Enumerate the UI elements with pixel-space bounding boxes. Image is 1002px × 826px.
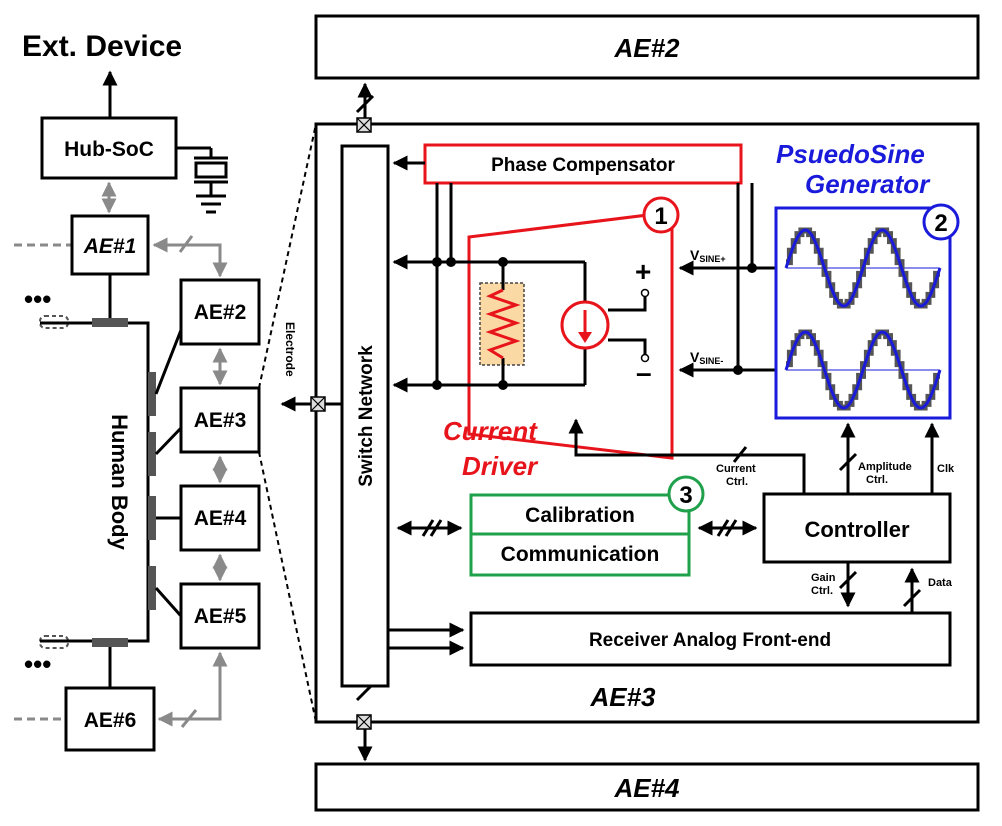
ae1-label: AE#1 <box>83 235 137 258</box>
bus-slash <box>838 452 858 472</box>
resistor-icon <box>485 288 521 360</box>
ae2-body-wire <box>154 329 183 395</box>
ae3-block <box>179 386 261 454</box>
receiver-afe-block <box>469 611 952 667</box>
bottom-neighbor-ae4 <box>314 762 980 812</box>
minus-sign: – <box>636 357 652 388</box>
pseudosine-label-1: PsuedoSine <box>776 139 925 169</box>
current-ctrl-label-2: Ctrl. <box>726 476 748 488</box>
current-ctrl-label-1: Current <box>716 463 756 475</box>
ae2-label: AE#2 <box>194 301 247 324</box>
ground-icon <box>196 194 226 214</box>
zoom-line-bottom <box>258 451 317 723</box>
minus-input-wire <box>608 338 647 354</box>
calibration-label: Calibration <box>525 504 635 527</box>
bottom-neighbor-label: AE#4 <box>613 773 680 803</box>
clk-label: Clk <box>937 463 955 475</box>
vsine-plus-label: VSINE+ <box>690 247 726 264</box>
ae2-block <box>179 278 261 346</box>
ae6-block <box>64 686 156 752</box>
bus-slash <box>421 519 435 537</box>
amplitude-ctrl-label-2: Ctrl. <box>866 474 888 486</box>
body-electrode <box>92 318 128 327</box>
svg-text:2: 2 <box>934 210 947 237</box>
plus-input-wire <box>608 297 647 312</box>
marker-2 <box>922 203 960 241</box>
gain-ctrl-label-1: Gain <box>811 572 836 584</box>
ae5-label: AE#5 <box>194 605 247 628</box>
receiver-afe-label: Receiver Analog Front-end <box>589 630 831 651</box>
pseudosine-generator-block <box>774 206 952 420</box>
svg-text:3: 3 <box>679 482 692 509</box>
data-label: Data <box>928 577 953 589</box>
ae3-detail-label: AE#3 <box>589 682 656 712</box>
ae6-label: AE#6 <box>84 709 137 732</box>
current-driver-label-2: Driver <box>462 451 539 481</box>
human-body-label: Human Body <box>107 414 132 550</box>
controller-label: Controller <box>804 517 910 542</box>
communication-label: Communication <box>501 543 660 566</box>
crystal-icon <box>176 146 228 196</box>
svg-text:1: 1 <box>654 203 667 230</box>
ellipsis-top: ••• <box>24 284 51 314</box>
current-driver-label-1: Current <box>443 416 538 446</box>
bus-slash <box>716 519 730 537</box>
bus-slash <box>902 588 922 608</box>
marker-1 <box>642 196 680 234</box>
amplitude-ctrl-label-1: Amplitude <box>858 461 912 473</box>
bus-slash <box>429 519 443 537</box>
gain-ctrl-label-2: Ctrl. <box>811 585 833 597</box>
pseudosine-label-2: Generator <box>805 169 931 199</box>
body-electrode <box>148 566 156 610</box>
ae4-block <box>179 484 261 552</box>
sine-wave-bottom <box>784 330 942 410</box>
body-electrode <box>148 372 156 416</box>
bus-slash <box>732 446 748 463</box>
zoom-line-top <box>258 123 317 389</box>
ae3-body-wire <box>154 426 183 456</box>
current-ctrl-wire <box>568 418 806 494</box>
top-neighbor-ae2 <box>314 14 980 80</box>
bus-slash <box>838 570 858 590</box>
bus-slash <box>724 519 738 537</box>
bus-slash <box>355 94 375 114</box>
ae1-ae2-link <box>152 237 228 278</box>
top-neighbor-label: AE#2 <box>613 33 680 63</box>
ae6-ae5-link <box>157 651 228 727</box>
switch-network-block <box>340 144 390 688</box>
ae1-block <box>70 214 150 276</box>
ae5-body-wire <box>154 587 183 617</box>
vsine-minus-label: VSINE- <box>690 349 723 366</box>
plus-sign: + <box>635 256 651 287</box>
body-electrode <box>148 432 156 476</box>
ext-device-label: Ext. Device <box>22 30 182 63</box>
bus-slash <box>178 235 194 253</box>
ae4-label: AE#4 <box>194 507 247 530</box>
current-driver-outline <box>467 210 674 460</box>
controller-block <box>762 492 952 564</box>
switch-network-label: Switch Network <box>356 345 377 487</box>
body-electrode <box>148 496 156 540</box>
phase-compensator-block <box>423 143 743 185</box>
body-electrode <box>92 638 128 647</box>
electrode-label: Electrode <box>283 322 297 377</box>
bus-slash <box>180 709 198 728</box>
hub-soc-label: Hub-SoC <box>64 138 154 161</box>
ellipsis-bottom: ••• <box>24 649 51 679</box>
phase-compensator-label: Phase Compensator <box>491 155 675 176</box>
ae3-label: AE#3 <box>194 409 247 432</box>
sine-wave-top <box>784 228 942 308</box>
marker-3 <box>667 475 705 513</box>
